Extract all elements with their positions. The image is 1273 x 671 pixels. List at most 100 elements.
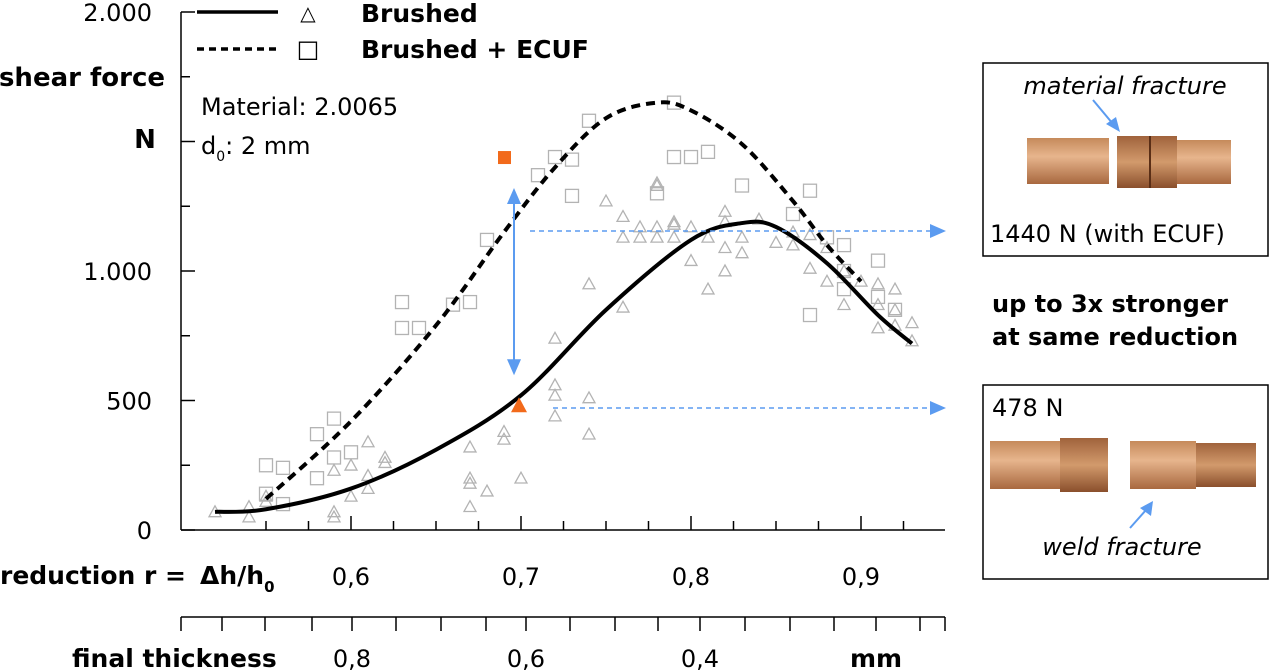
legend-label-ecuf: Brushed + ECUF	[361, 35, 589, 64]
brushed-point	[581, 426, 597, 440]
scatter-brushed	[207, 175, 920, 523]
brushed-point	[700, 281, 716, 295]
brushed-point	[598, 193, 614, 207]
brushed-point	[581, 276, 597, 290]
ecuf-point	[785, 206, 801, 222]
brushed-point	[326, 504, 342, 518]
brushed-point	[496, 424, 512, 438]
ecuf-value-label: 1440 N (with ECUF)	[990, 220, 1225, 248]
x2-tick-label: 0,8	[333, 645, 371, 671]
ecuf-value-arrow-head	[930, 224, 946, 238]
brushed-point	[717, 263, 733, 277]
brushed-point	[615, 229, 631, 243]
ecuf-point	[547, 149, 563, 165]
brushed-value-arrow-head	[930, 401, 946, 415]
ecuf-point	[394, 294, 410, 310]
brushed-point	[717, 240, 733, 254]
ecuf-point	[734, 178, 750, 193]
ecuf-point	[326, 411, 342, 426]
brushed-point	[462, 470, 478, 484]
ecuf-point	[870, 253, 886, 268]
brushed-point	[343, 488, 359, 502]
brushed-point	[904, 315, 920, 329]
comparison-text-line1: up to 3x stronger	[992, 290, 1228, 318]
weld-fracture-pointer	[1129, 509, 1147, 529]
brushed-point	[377, 450, 393, 463]
ecuf-point	[326, 450, 342, 465]
ecuf-point	[445, 297, 461, 312]
ecuf-point	[258, 458, 274, 473]
brushed-point	[802, 227, 818, 241]
x2-axis-unit: mm	[850, 644, 902, 671]
ecuf-point	[411, 320, 427, 336]
brushed-point	[887, 281, 903, 295]
ecuf-point	[462, 294, 478, 310]
ecuf-point	[649, 186, 665, 201]
legend: △ Brushed □ Brushed + ECUF	[197, 0, 589, 64]
brushed-point	[649, 175, 665, 189]
brushed-point	[683, 253, 699, 267]
brushed-point	[649, 229, 665, 243]
ecuf-point	[309, 427, 325, 442]
brushed-point	[666, 217, 682, 230]
ecuf-point	[309, 471, 325, 486]
difference-arrow-head-up	[507, 188, 521, 205]
x2-axis-label: final thickness	[72, 644, 277, 671]
legend-marker-ecuf: □	[297, 35, 320, 63]
difference-arrow-head-down	[507, 359, 521, 376]
ecuf-point	[530, 168, 546, 183]
brushed-point	[615, 209, 631, 223]
x-tick-label: 0,7	[502, 563, 540, 591]
x-tick-label: 0,9	[842, 563, 880, 591]
weld-fracture-caption: weld fracture	[1042, 533, 1201, 561]
brushed-point	[581, 390, 597, 404]
brushed-point	[870, 320, 886, 334]
ecuf-point	[836, 237, 852, 253]
curve-ecuf	[264, 100, 863, 501]
brushed-point	[887, 302, 903, 316]
brushed-point	[836, 263, 852, 277]
ecuf-highlight-marker	[498, 151, 511, 165]
weld-fracture-photo	[990, 438, 1256, 492]
material-fracture-pointer	[1092, 99, 1114, 125]
ecuf-point	[564, 152, 580, 167]
comparison-text-line2: at same reduction	[992, 323, 1238, 351]
brushed-point	[717, 204, 733, 217]
x2-tick-label: 0,4	[681, 645, 719, 671]
brushed-point	[479, 483, 495, 497]
legend-marker-brushed: △	[300, 1, 316, 25]
brushed-highlight-marker	[511, 397, 527, 413]
brushed-point	[870, 276, 886, 290]
brushed-point	[547, 331, 563, 344]
brushed-point	[666, 229, 682, 243]
material-fracture-photo	[1027, 136, 1231, 188]
ecuf-point	[581, 113, 597, 128]
brushed-point	[547, 408, 563, 422]
brushed-point	[802, 261, 818, 274]
brushed-point	[768, 235, 784, 248]
brushed-point	[734, 229, 750, 243]
x-axis-label: reduction r =Δh/h0	[0, 561, 275, 596]
ecuf-point	[666, 149, 682, 165]
x-tick-label: 0,6	[332, 563, 370, 591]
ecuf-point	[564, 188, 580, 204]
ecuf-point	[683, 149, 699, 165]
y-tick-label: 500	[106, 388, 152, 416]
legend-label-brushed: Brushed	[361, 0, 478, 28]
scatter-ecuf	[258, 95, 903, 512]
brushed-point	[547, 377, 563, 391]
ecuf-point	[887, 302, 903, 318]
brushed-point	[496, 432, 512, 445]
y-tick-label: 2.000	[83, 0, 152, 27]
brushed-point	[819, 274, 835, 287]
y-axis-label: shear force	[0, 63, 165, 93]
ecuf-point	[802, 307, 818, 323]
ecuf-point	[479, 232, 495, 248]
brushed-value-label: 478 N	[992, 394, 1063, 422]
brushed-point	[241, 509, 257, 523]
highlights	[498, 151, 946, 415]
brushed-point	[513, 470, 529, 484]
